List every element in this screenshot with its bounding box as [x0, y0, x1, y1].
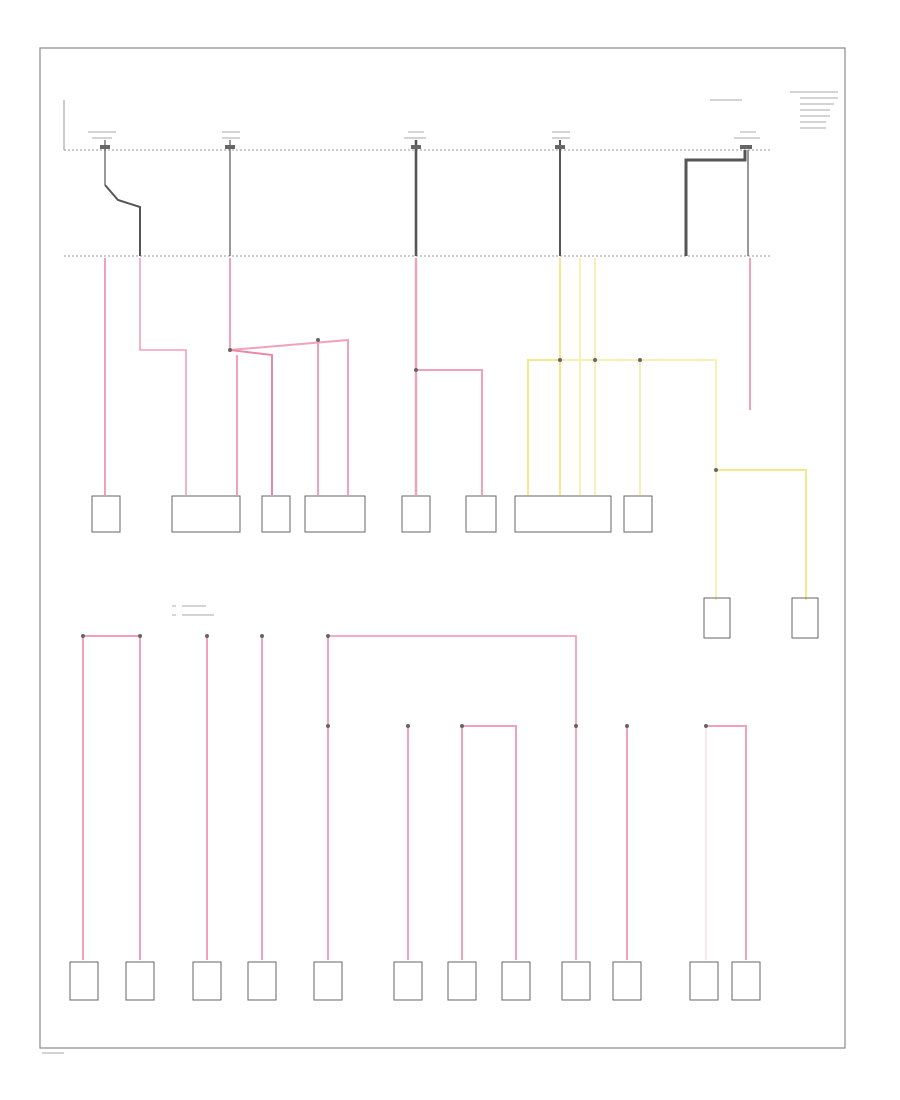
- component-box: [465, 495, 497, 533]
- component-box: [393, 961, 423, 1001]
- lower-components: [69, 961, 761, 1001]
- component-box: [703, 597, 731, 639]
- lower-splice-dots: [81, 634, 708, 728]
- fuse-markers: [100, 145, 752, 149]
- component-box: [689, 961, 719, 1001]
- component-box: [91, 495, 121, 533]
- component-box: [561, 961, 591, 1001]
- legend-marks: [172, 605, 214, 616]
- component-box: [313, 961, 343, 1001]
- component-box: [447, 961, 477, 1001]
- pink-wires-lower: [82, 635, 747, 960]
- component-box: [623, 495, 653, 533]
- splice-dots: [228, 338, 718, 472]
- component-box: [304, 495, 366, 533]
- pink-wires-upper: [104, 258, 751, 495]
- component-box: [247, 961, 277, 1001]
- fuse-label-marks: [88, 131, 760, 139]
- black-wires: [104, 140, 749, 256]
- component-box: [401, 495, 431, 533]
- component-box: [171, 495, 241, 533]
- yellow-wires-upper: [527, 258, 807, 600]
- component-box: [791, 597, 819, 639]
- component-box: [501, 961, 531, 1001]
- component-box: [125, 961, 155, 1001]
- upper-components: [91, 495, 819, 639]
- component-box: [192, 961, 222, 1001]
- diagram-frame: [39, 47, 846, 1049]
- top-right-note: [710, 91, 838, 129]
- component-box: [69, 961, 99, 1001]
- component-box: [261, 495, 291, 533]
- component-box: [514, 495, 612, 533]
- component-box: [612, 961, 642, 1001]
- component-box: [731, 961, 761, 1001]
